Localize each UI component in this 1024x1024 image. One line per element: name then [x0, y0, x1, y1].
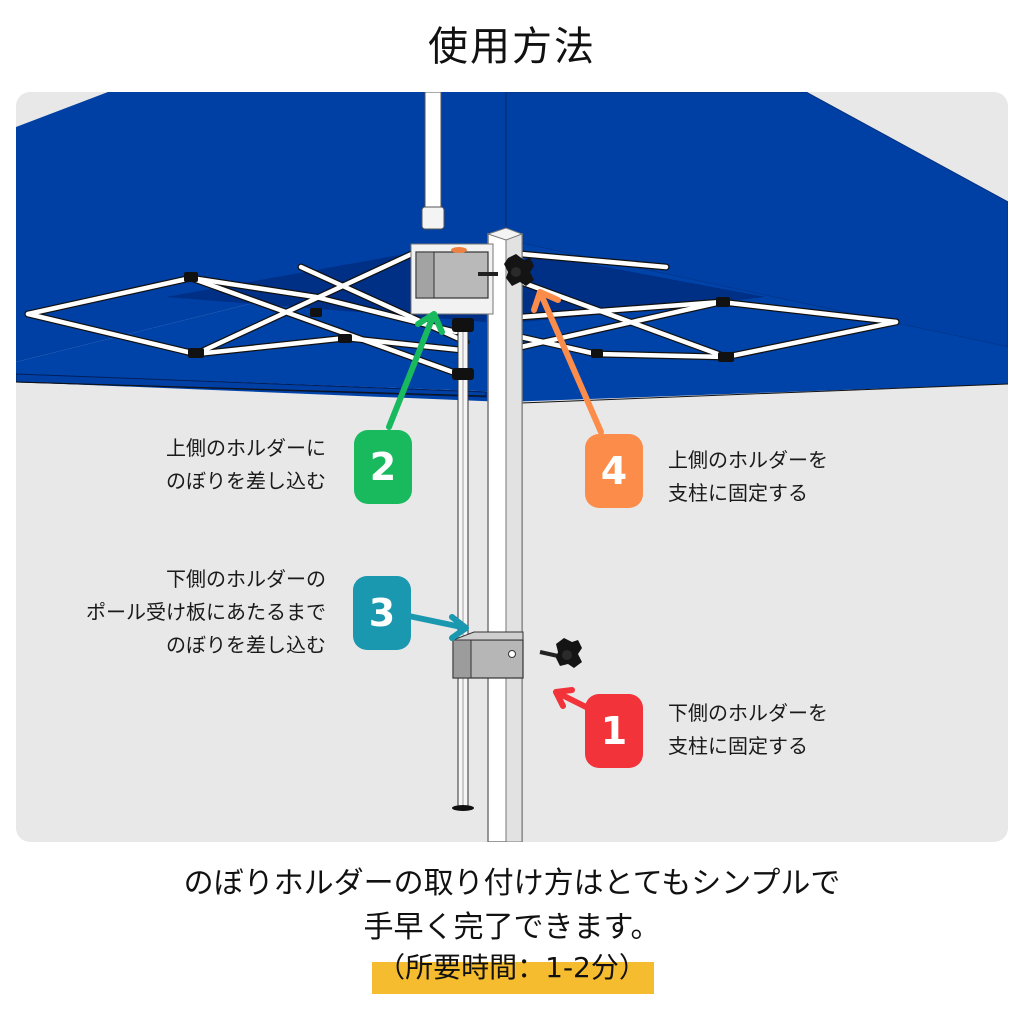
step-2-text: 上側のホルダーに のぼりを差し込む	[166, 432, 326, 498]
step-2-line-1: 上側のホルダーに	[166, 436, 326, 460]
duration-highlight	[372, 962, 654, 994]
footer-line-1: のぼりホルダーの取り付け方はとてもシンプルで	[183, 866, 841, 901]
page-title: 使用方法	[428, 24, 596, 70]
step-2-badge: 2	[354, 430, 412, 504]
step-4-badge: 4	[585, 434, 643, 508]
step-3-line-3: のぼりを差し込む	[166, 633, 326, 657]
canopy-roof-left	[16, 92, 506, 362]
step-3-text: 下側のホルダーの ポール受け板にあたるまで のぼりを差し込む	[86, 563, 326, 662]
step-1-text: 下側のホルダーを 支柱に固定する	[668, 697, 828, 763]
step-4-line-1: 上側のホルダーを	[668, 448, 828, 472]
canopy-illustration	[16, 92, 1008, 842]
duration-text: （所要時間：1-2分）	[377, 951, 647, 984]
step-1-line-1: 下側のホルダーを	[668, 701, 828, 725]
step-1-badge: 1	[585, 694, 643, 768]
step-3-line-1: 下側のホルダーの	[166, 567, 326, 591]
step-4-line-2: 支柱に固定する	[668, 481, 808, 505]
step-4-text: 上側のホルダーを 支柱に固定する	[668, 444, 828, 510]
step-3-line-2: ポール受け板にあたるまで	[86, 600, 326, 624]
step-3-badge: 3	[353, 576, 411, 650]
step-1-line-2: 支柱に固定する	[668, 734, 808, 758]
footer-line-2: 手早く完了できます。	[363, 910, 661, 945]
step-2-line-2: のぼりを差し込む	[166, 469, 326, 493]
illustration-panel	[16, 92, 1008, 842]
